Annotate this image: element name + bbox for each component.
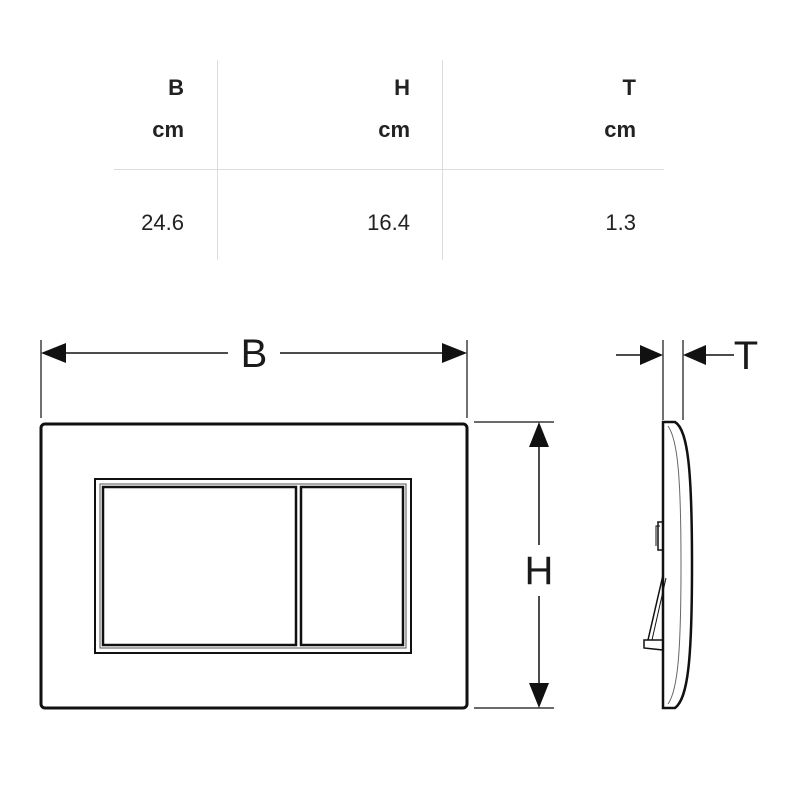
header-width-symbol: B bbox=[168, 75, 184, 100]
dimension-table: B cm H cm T cm 24.6 16.4 1.3 bbox=[114, 60, 664, 260]
arrow-right-icon bbox=[442, 343, 467, 363]
mounting-clip bbox=[657, 521, 663, 551]
plate-profile-inner bbox=[667, 425, 682, 705]
button-frame-inner bbox=[99, 483, 407, 649]
small-flush-button bbox=[299, 485, 405, 647]
depth-dimension: T bbox=[616, 334, 758, 420]
side-view bbox=[643, 420, 694, 710]
depth-label: T bbox=[734, 334, 758, 378]
height-label: H bbox=[525, 549, 554, 593]
arrow-left-icon bbox=[683, 345, 706, 365]
arrow-left-icon bbox=[41, 343, 66, 363]
mounting-rod bbox=[647, 574, 664, 641]
button-frame-outer bbox=[94, 478, 412, 654]
header-depth-unit: cm bbox=[604, 117, 636, 142]
arrow-down-icon bbox=[529, 683, 549, 708]
mounting-rod bbox=[651, 577, 667, 641]
header-width-unit: cm bbox=[152, 117, 184, 142]
table-divider bbox=[217, 60, 218, 260]
plate-outline bbox=[39, 422, 469, 710]
height-dimension: H bbox=[474, 421, 554, 709]
table-divider bbox=[442, 60, 443, 260]
header-height-unit: cm bbox=[378, 117, 410, 142]
value-width: 24.6 bbox=[141, 210, 184, 235]
table-divider bbox=[114, 169, 664, 170]
header-depth-symbol: T bbox=[622, 75, 636, 100]
value-depth: 1.3 bbox=[605, 210, 636, 235]
mounting-clip-detail bbox=[655, 525, 660, 546]
large-flush-button bbox=[101, 485, 298, 647]
width-label: B bbox=[241, 332, 268, 376]
arrow-up-icon bbox=[529, 422, 549, 447]
mounting-foot bbox=[643, 639, 664, 651]
front-view bbox=[39, 422, 469, 710]
width-dimension: B bbox=[40, 332, 468, 418]
arrow-right-icon bbox=[640, 345, 663, 365]
plate-profile bbox=[661, 420, 694, 710]
value-height: 16.4 bbox=[367, 210, 410, 235]
header-height-symbol: H bbox=[394, 75, 410, 100]
